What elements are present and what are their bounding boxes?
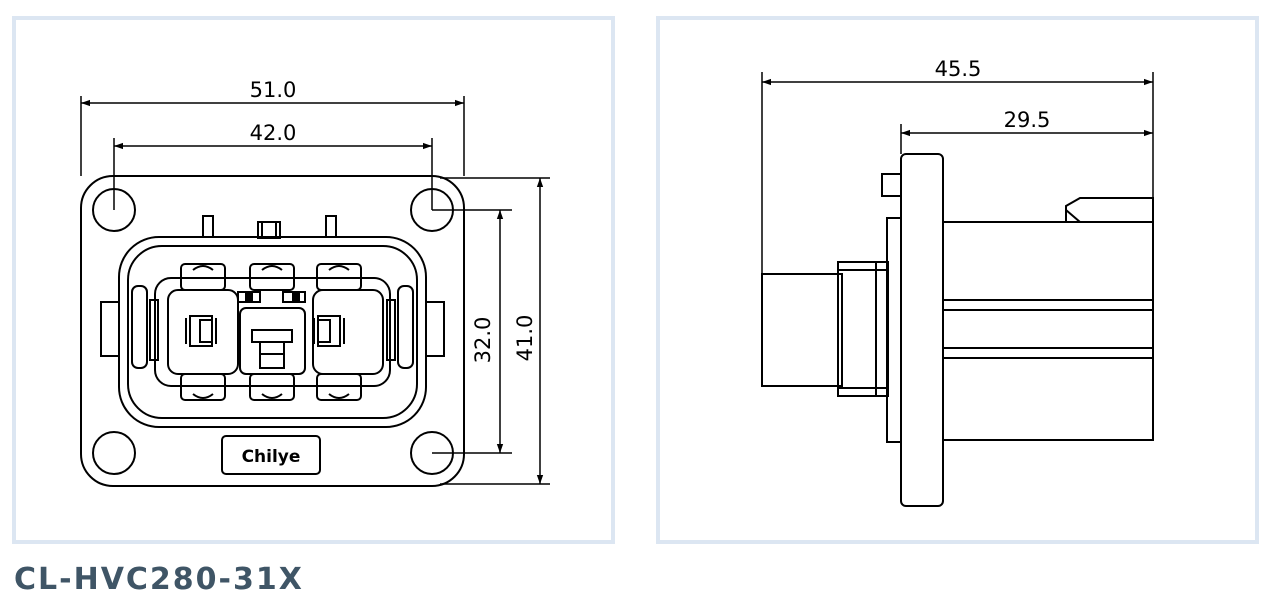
terminal-right	[312, 289, 384, 375]
front-body	[942, 221, 1154, 441]
terminal-left	[167, 289, 239, 375]
side-slot-left	[131, 285, 148, 369]
top-latch-right	[325, 215, 337, 237]
terminal-cavity	[154, 277, 391, 387]
top-latch-left	[202, 215, 214, 237]
side-slot-right	[397, 285, 414, 369]
front-view-drawing	[80, 175, 465, 487]
dim-label-width-overall: 51.0	[250, 78, 297, 102]
top-boss	[881, 173, 902, 197]
flange-side	[900, 153, 944, 507]
side-dimensions	[761, 72, 1154, 274]
dim-label-length-overall: 45.5	[935, 57, 982, 81]
logo-plate	[221, 435, 321, 475]
side-tab-left	[100, 301, 119, 357]
top-latch-center	[257, 221, 281, 239]
dim-label-length-front: 29.5	[1004, 108, 1051, 132]
mounting-hole-bottom-left	[92, 431, 136, 475]
side-view-panel	[656, 16, 1259, 544]
panel-plate	[886, 217, 902, 443]
terminal-center	[239, 307, 306, 375]
rear-section	[761, 273, 843, 387]
housing-inner	[127, 245, 418, 419]
side-latch	[1065, 197, 1154, 222]
side-tab-right	[426, 301, 445, 357]
front-dimensions	[80, 96, 550, 485]
dim-label-hole-spacing-horizontal: 42.0	[250, 121, 297, 145]
model-number-title: CL-HVC280-31X	[14, 562, 304, 597]
rear-collar	[837, 261, 889, 397]
dim-label-height-overall: 41.0	[513, 315, 537, 362]
side-view-drawing	[761, 153, 1154, 507]
dim-label-hole-spacing-vertical: 32.0	[471, 317, 495, 364]
flange-outline	[80, 175, 465, 487]
logo-text: Chilye	[242, 447, 301, 467]
